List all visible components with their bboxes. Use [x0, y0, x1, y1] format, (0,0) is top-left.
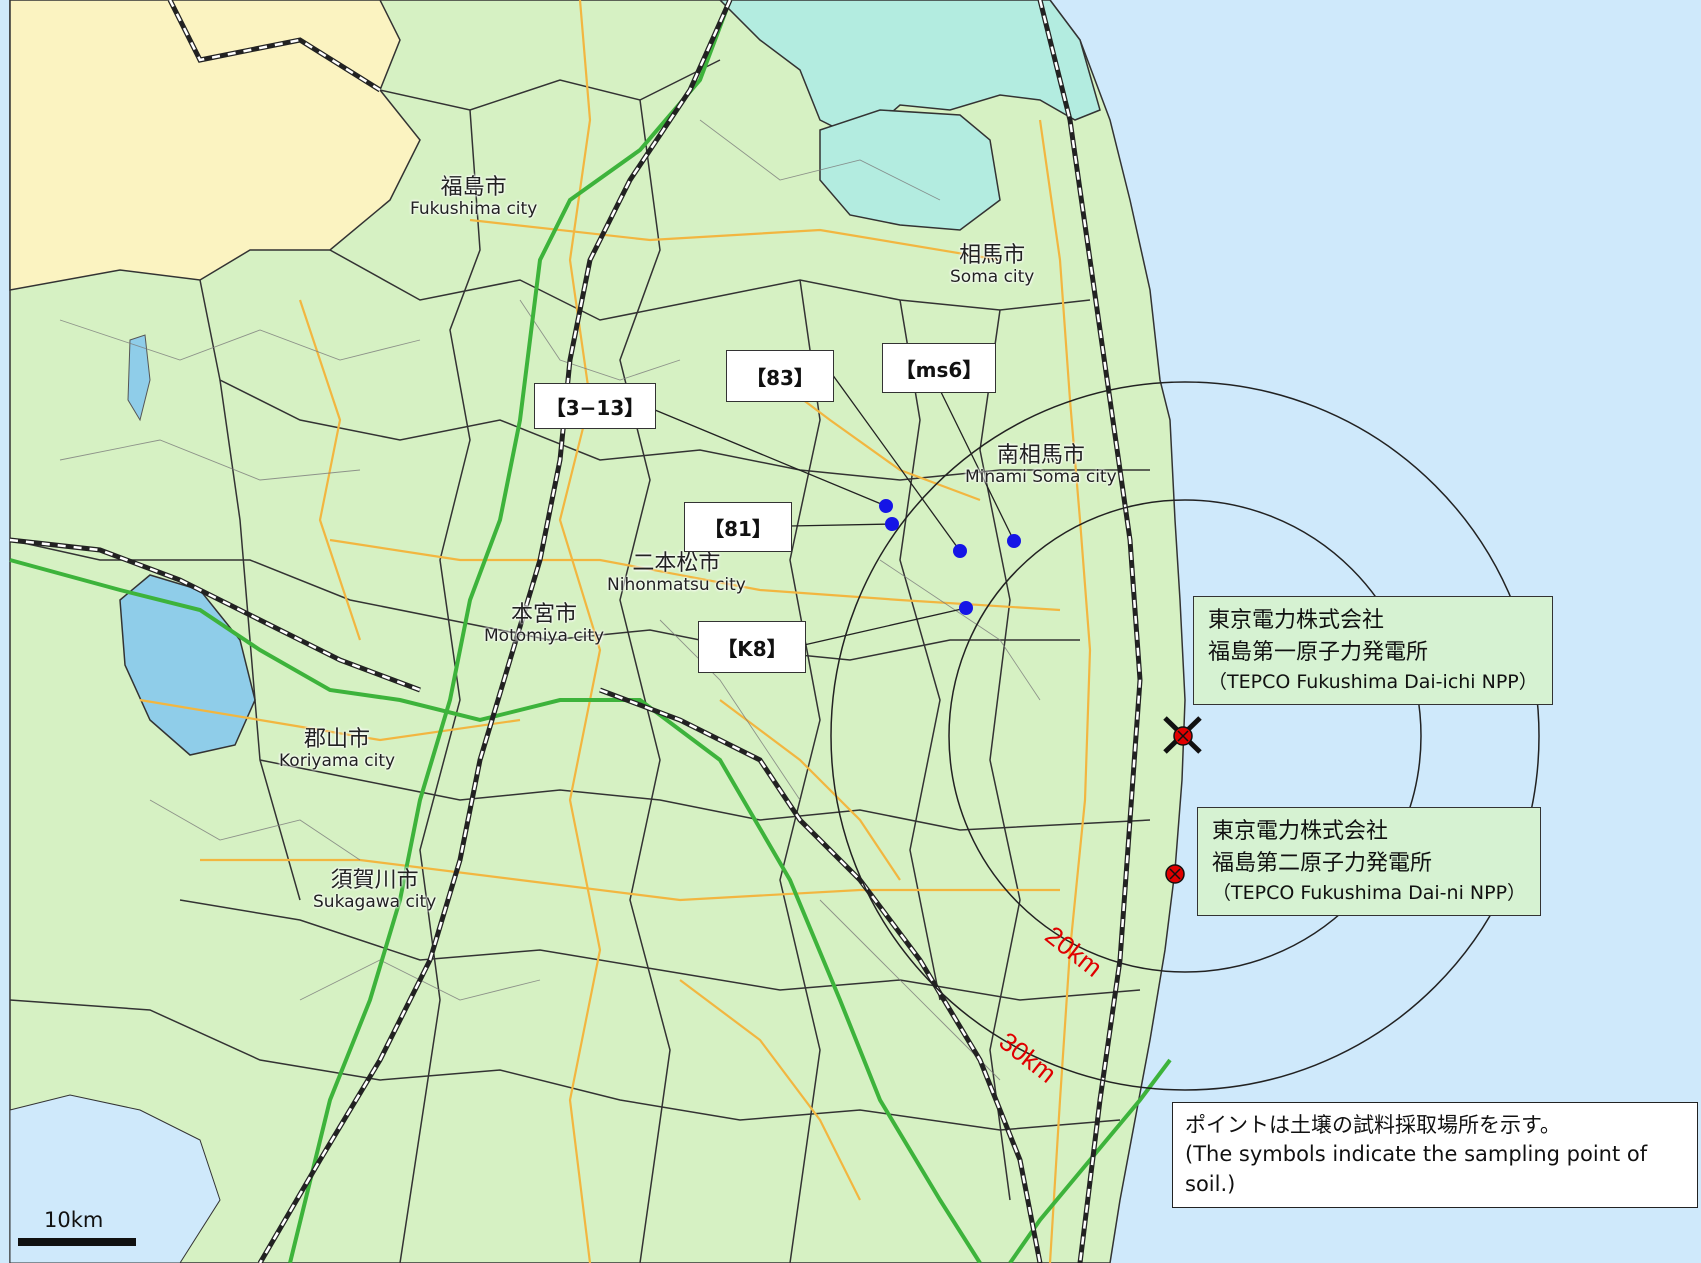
sample-point-k8[interactable] [959, 601, 973, 615]
npp-box-daini: 東京電力株式会社 福島第二原子力発電所 （TEPCO Fukushima Dai… [1197, 807, 1542, 917]
city-minamisoma: 南相馬市 Minami Soma city [965, 443, 1117, 488]
city-name-ja: 南相馬市 [996, 443, 1085, 468]
ring-30km [830, 381, 1540, 1091]
npp-name-ja: 福島第一原子力発電所 [1208, 639, 1429, 665]
expressways [9, 0, 1172, 1263]
city-motomiya: 本宮市 Motomiya city [484, 602, 604, 647]
city-name-ja: 相馬市 [959, 243, 1026, 268]
sampling-points [879, 499, 1021, 615]
npp-company: 東京電力株式会社 [1212, 819, 1389, 844]
city-name-ja: 福島市 [440, 175, 507, 200]
legend-note-en: (The symbols indicate the sampling point… [1185, 1142, 1648, 1196]
lake-small [127, 334, 151, 422]
city-name-ja: 二本松市 [632, 551, 721, 576]
sample-point-81[interactable] [885, 517, 899, 531]
city-name-ja: 須賀川市 [330, 868, 419, 893]
npp-name-ja: 福島第二原子力発電所 [1212, 850, 1433, 876]
sample-label-83[interactable]: 【83】 [726, 350, 834, 402]
city-name-en: Koriyama city [279, 751, 396, 772]
city-koriyama: 郡山市 Koriyama city [279, 727, 395, 772]
sample-label-k8[interactable]: 【K8】 [698, 621, 806, 673]
city-fukushima: 福島市 Fukushima city [410, 175, 537, 220]
city-sukagawa: 須賀川市 Sukagawa city [313, 868, 436, 913]
npp-name-en: （TEPCO Fukushima Dai-ichi NPP） [1208, 670, 1538, 693]
scale-bar: 10km [18, 1208, 136, 1246]
city-name-en: Fukushima city [410, 199, 538, 220]
scale-label: 10km [44, 1208, 104, 1232]
land-miyagi [718, 0, 1101, 141]
city-name-en: Sukagawa city [313, 892, 437, 913]
leader-lines [654, 373, 1015, 646]
national-roads [139, 0, 1092, 1263]
sample-label-ms6[interactable]: 【ms6】 [882, 343, 996, 393]
npp-name-en: （TEPCO Fukushima Dai-ni NPP） [1212, 881, 1527, 904]
city-name-ja: 郡山市 [304, 727, 371, 752]
sample-point-83[interactable] [953, 544, 967, 558]
lake-inawashiro [119, 574, 256, 756]
land-fukushima [9, 0, 1186, 1263]
npp-company: 東京電力株式会社 [1208, 608, 1385, 633]
legend-note-ja: ポイントは土壌の試料採取場所を示す。 [1185, 1113, 1561, 1137]
city-name-en: Motomiya city [484, 626, 605, 647]
city-name-en: Minami Soma city [965, 467, 1117, 488]
sample-point-3-13[interactable] [879, 499, 893, 513]
railways [9, 0, 1143, 1263]
city-nihonmatsu: 二本松市 Nihonmatsu city [607, 551, 746, 596]
sample-point-ms6[interactable] [1007, 534, 1021, 548]
sample-label-81[interactable]: 【81】 [684, 502, 792, 552]
city-name-en: Soma city [950, 267, 1035, 288]
ring-20km [948, 499, 1422, 973]
local-roads [59, 119, 1041, 1081]
npp-box-daiichi: 東京電力株式会社 福島第一原子力発電所 （TEPCO Fukushima Dai… [1193, 596, 1553, 706]
npp-marker-daiichi[interactable] [1163, 716, 1202, 754]
city-name-en: Nihonmatsu city [607, 575, 746, 596]
land-miyagi-2 [819, 109, 1001, 231]
city-name-ja: 本宮市 [511, 602, 578, 627]
city-soma: 相馬市 Soma city [950, 243, 1034, 288]
npp-marker-daini[interactable] [1165, 864, 1185, 884]
land-yamagata [9, 0, 421, 291]
legend-note: ポイントは土壌の試料採取場所を示す。 (The symbols indicate… [1172, 1102, 1698, 1209]
sample-label-3-13[interactable]: 【3−13】 [534, 383, 656, 429]
scale-bar-line [18, 1238, 136, 1246]
sea-southwest [9, 1094, 221, 1263]
